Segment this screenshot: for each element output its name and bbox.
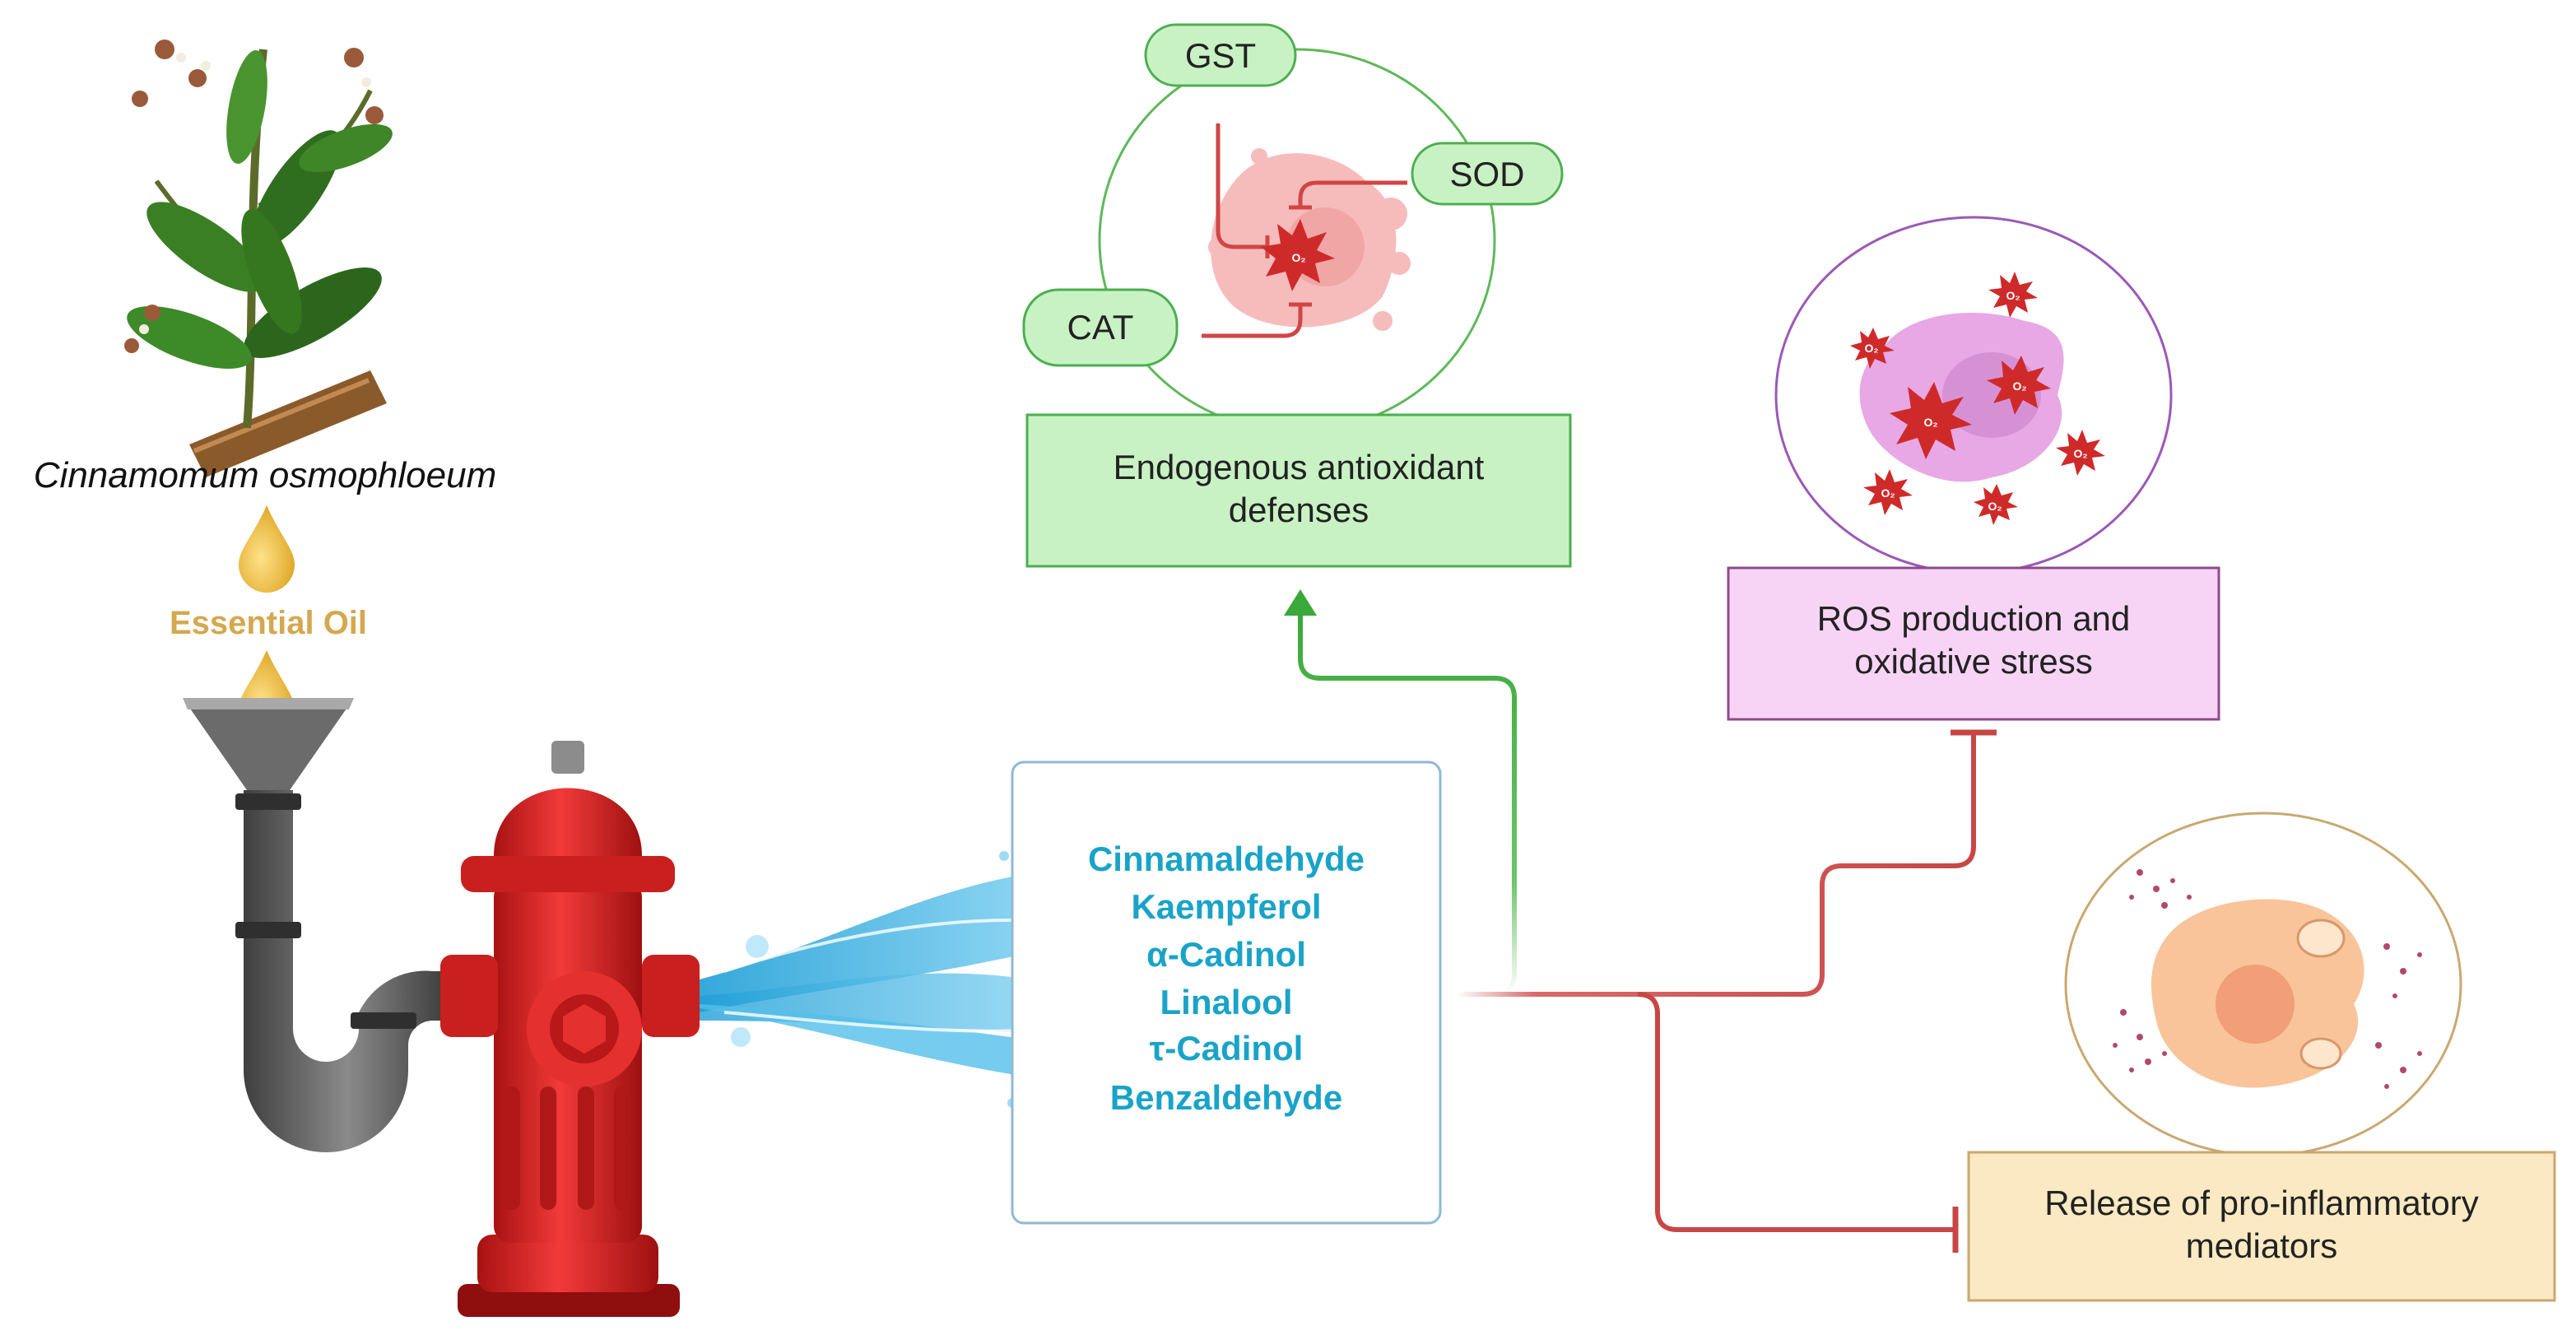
compound-item: Benzaldehyde — [1110, 1078, 1342, 1117]
compound-item: Kaempferol — [1131, 887, 1321, 926]
antioxidant-label-line1: Endogenous antioxidant — [1114, 448, 1485, 486]
compound-item: Cinnamaldehyde — [1088, 840, 1365, 878]
ros-symbol: O₂ — [1881, 486, 1895, 500]
cinnamon-plant-illustration — [124, 40, 393, 477]
inflammation-label-line1: Release of pro-inflammatory — [2044, 1184, 2479, 1222]
antioxidant-cell-illustration: O₂ — [1098, 48, 1496, 433]
ros-symbol: O₂ — [1923, 416, 1937, 429]
ros-label-line2: oxidative stress — [1854, 642, 2092, 681]
inflammatory-cell-illustration — [2064, 812, 2462, 1157]
activation-arrowhead-icon — [1284, 589, 1317, 616]
ros-symbol: O₂ — [2012, 379, 2026, 393]
cat-enzyme-badge — [1022, 288, 1179, 367]
ros-symbol: O₂ — [2073, 447, 2087, 460]
cat-label: CAT — [1067, 308, 1134, 347]
essential-oil-label: Essential Oil — [170, 605, 367, 641]
ros-symbol: O₂ — [1291, 251, 1305, 264]
funnel-pipe-illustration — [183, 698, 451, 1152]
antioxidant-label-line2: defenses — [1229, 491, 1369, 529]
inhibition-line-inflammation — [1637, 992, 1955, 1232]
ros-symbol: O₂ — [1864, 342, 1878, 355]
inhibition-line-ros — [1457, 733, 1976, 997]
antioxidant-defenses-box — [1025, 413, 1572, 568]
inflammation-label-line2: mediators — [2186, 1226, 2337, 1265]
compound-item: τ-Cadinol — [1150, 1029, 1304, 1068]
oil-drop-icon — [239, 505, 295, 593]
gst-enzyme-badge — [1144, 23, 1297, 87]
sod-label: SOD — [1449, 155, 1524, 193]
compound-item: Linalool — [1160, 983, 1293, 1021]
compound-item: α-Cadinol — [1146, 935, 1306, 974]
ros-oxidative-stress-box — [1727, 566, 2220, 721]
ros-symbol: O₂ — [1988, 500, 2002, 513]
fire-hydrant-illustration — [440, 741, 700, 1317]
ros-cell-illustration: O₂ O₂ O₂ O₂ O₂ O₂ O₂ — [1774, 216, 2173, 574]
pro-inflammatory-mediators-box — [1967, 1151, 2556, 1302]
activation-arrow — [1298, 613, 1517, 997]
ros-symbol: O₂ — [2006, 289, 2020, 302]
plant-species-name: Cinnamomum osmophloeum — [34, 455, 496, 495]
gst-label: GST — [1185, 36, 1256, 75]
sod-enzyme-badge — [1411, 142, 1564, 206]
ros-label-line1: ROS production and — [1817, 599, 2131, 638]
compounds-box — [1011, 761, 1442, 1225]
